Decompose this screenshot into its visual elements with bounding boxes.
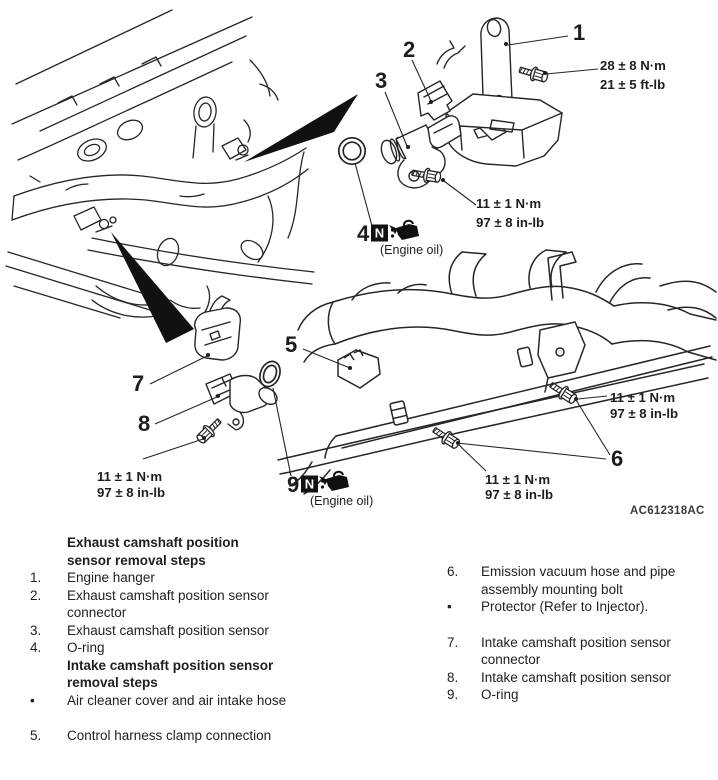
exhaust-oring-part [337,136,367,166]
legend-item-number: 1. [30,570,42,585]
legend-item-bullet-protector: • Protector (Refer to Injector). [447,598,707,616]
legend-item-text: Intake camshaft position sensor connecto… [481,634,671,668]
legend-item-text: Intake camshaft position sensor [481,669,671,685]
torque-pipe-left-line1: 11 ± 1 N·m [485,472,550,487]
legend-item-1: 1. Engine hanger [30,569,330,587]
legend-item-number: 5. [30,728,42,743]
legend-item-number: 6. [447,564,459,579]
legend-bullet: • [30,692,35,708]
intake-sensor-part [205,373,278,431]
legend-item-bullet-air-cleaner: • Air cleaner cover and air intake hose [30,692,330,710]
legend-item-6: 6. Emission vacuum hose and pipe assembly… [447,563,707,598]
legend-item-5: 5. Control harness clamp connection [30,727,330,745]
intake-sensor-connector-part [194,295,242,361]
legend-item-2: 2. Exhaust camshaft position sensor conne… [30,587,330,622]
parts-diagram: 1 2 3 5 6 7 8 28 ± 8 N·m 21 ± 5 ft-lb 11… [5,9,717,517]
legend-item-3: 3. Exhaust camshaft position sensor [30,622,330,640]
torque-exhaust-line1: 11 ± 1 N·m [476,196,541,211]
legend-item-text: O-ring [67,640,105,655]
torque-label-pipe-left: 11 ± 1 N·m 97 ± 8 in-lb [485,472,553,502]
hose-pipe-assembly-art [277,249,717,495]
legend-heading-text: Intake camshaft position sensor removal … [67,657,274,691]
legend-heading-exhaust: Exhaust camshaft position sensor removal… [30,534,330,569]
torque-hanger-line1: 28 ± 8 N·m [600,58,666,73]
engine-hanger-part [445,17,563,167]
intake-oring-part [259,360,281,388]
callout-9: 9 [287,472,299,497]
torque-hanger-line2: 21 ± 5 ft-lb [600,77,665,92]
torque-intake-line2: 97 ± 8 in-lb [97,485,165,500]
legend-item-text: Exhaust camshaft position sensor [67,622,269,638]
oil-can-icon [389,219,419,240]
callout-6: 6 [611,446,623,471]
callout-2: 2 [403,37,415,62]
legend-heading-text: Exhaust camshaft position sensor removal… [67,535,239,568]
legend-left-column: Exhaust camshaft position sensor removal… [30,534,330,745]
legend-item-number: 3. [30,622,42,638]
torque-label-intake-sensor: 11 ± 1 N·m 97 ± 8 in-lb [97,469,165,500]
harness-clamp-part [337,349,381,389]
pipe-bolt-left [429,423,463,452]
n-symbol-box [301,475,318,493]
torque-intake-line1: 11 ± 1 N·m [97,469,162,484]
engine-line-art [5,9,315,319]
legend-heading-intake: Intake camshaft position sensor removal … [30,657,330,692]
figure-code: AC612318AC [630,505,705,517]
torque-pipe-right-line1: 11 ± 1 N·m [610,390,675,405]
legend-item-number: 7. [447,634,459,650]
torque-label-exhaust-sensor: 11 ± 1 N·m 97 ± 8 in-lb [476,196,544,230]
oil-can-icon [319,470,349,491]
legend-item-number: 4. [30,640,42,655]
legend-item-text: Air cleaner cover and air intake hose [67,692,287,708]
torque-pipe-right-line2: 97 ± 8 in-lb [610,406,678,421]
n-symbol: N [305,477,314,492]
legend-item-text: Emission vacuum hose and pipe assembly m… [481,564,676,597]
intake-sensor-bolt [193,414,226,447]
legend-item-4: 4. O-ring [30,639,330,657]
legend-item-text: Control harness clamp connection [67,728,272,743]
torque-label-hanger: 28 ± 8 N·m 21 ± 5 ft-lb [600,58,666,92]
callout-5: 5 [285,332,297,357]
lubricant-label-exhaust: 4 N (Engine oil) [357,219,443,257]
n-symbol-box [371,224,388,242]
legend-item-9: 9. O-ring [447,686,707,704]
legend-item-7: 7. Intake camshaft position sensor connec… [447,634,707,669]
torque-exhaust-line2: 97 ± 8 in-lb [476,215,544,230]
zoom-arrow-exhaust [244,94,358,162]
n-symbol: N [375,226,384,241]
callout-3: 3 [375,68,387,93]
legend-item-text: Engine hanger [67,570,155,585]
callout-8: 8 [138,411,150,436]
legend-item-number: 9. [447,687,459,702]
legend-item-number: 8. [447,669,459,685]
legend-item-text: Protector (Refer to Injector). [481,599,649,614]
callout-1: 1 [573,20,585,45]
legend-item-text: O-ring [481,687,519,702]
zoom-arrow-intake [111,232,194,343]
callout-7: 7 [132,371,144,396]
lubricant-label-intake: 9 N (Engine oil) [287,470,373,508]
legend-item-text: Exhaust camshaft position sensor connect… [67,587,269,621]
legend-bullet: • [447,599,452,614]
torque-pipe-left-line2: 97 ± 8 in-lb [485,487,553,502]
engine-oil-note: (Engine oil) [310,494,373,508]
leader-dots [202,42,578,445]
engine-oil-note: (Engine oil) [380,243,443,257]
torque-label-pipe-right: 11 ± 1 N·m 97 ± 8 in-lb [610,390,678,421]
callout-4: 4 [357,221,370,246]
legend-item-8: 8. Intake camshaft position sensor [447,669,707,687]
legend-right-column: 6. Emission vacuum hose and pipe assembly… [447,563,707,704]
legend-item-number: 2. [30,587,42,603]
leader-lines [142,35,611,477]
